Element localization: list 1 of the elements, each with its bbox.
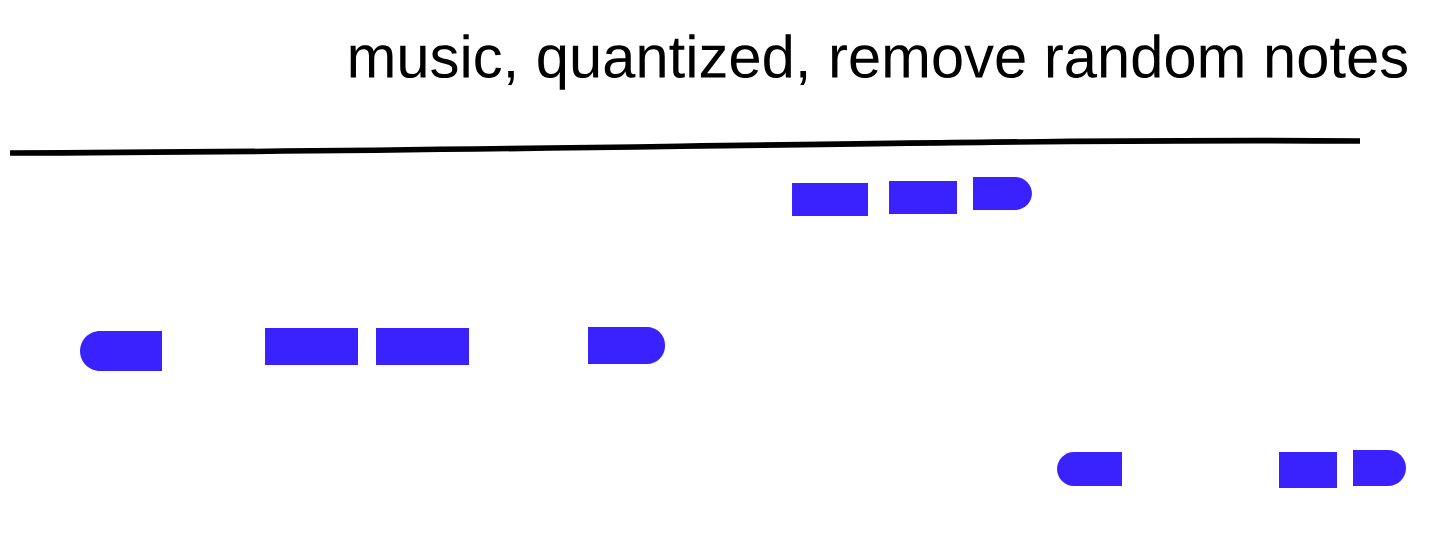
- title: music, quantized, remove random notes: [350, 34, 1407, 90]
